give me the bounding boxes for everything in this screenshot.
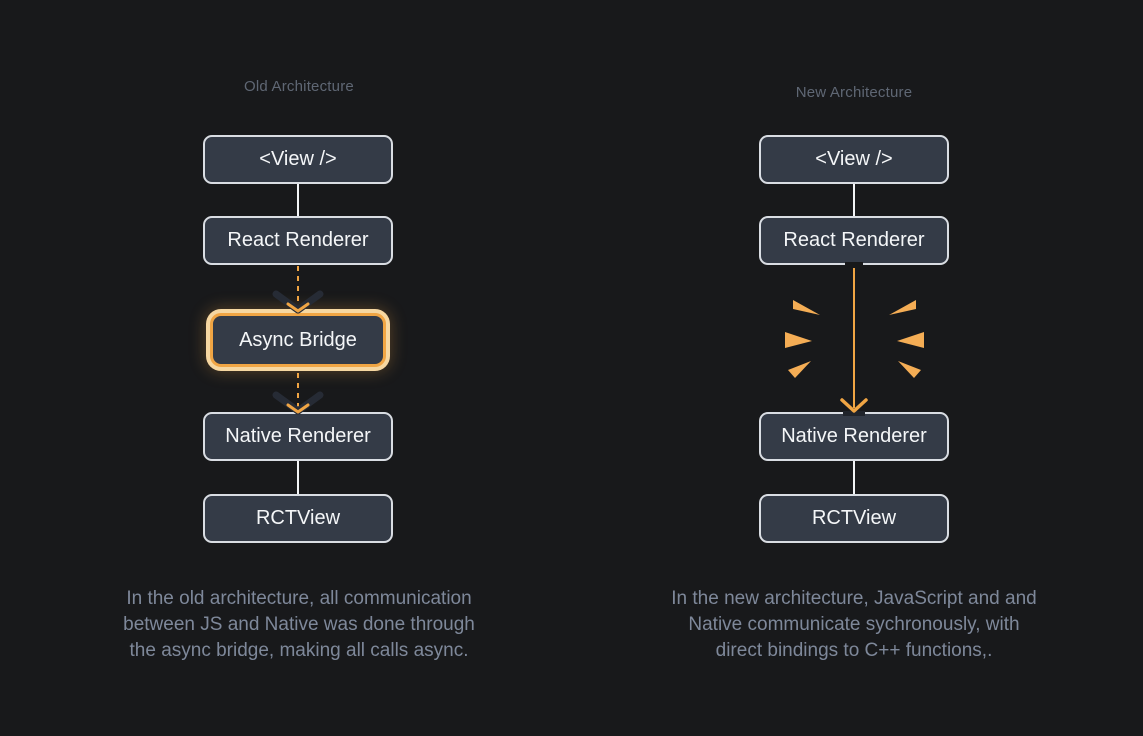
new-rctview-box: RCTView [759,494,949,543]
chevron-down-icon [272,391,324,415]
border-notch [843,411,865,416]
dashed-arrow-line [297,266,299,304]
old-architecture-caption: In the old architecture, all communicati… [123,588,475,661]
new-architecture-caption: In the new architecture, JavaScript and … [671,588,1037,661]
async-bridge-label: Async Bridge [239,328,357,351]
sync-burst-right-icon [889,300,924,378]
new-rctview-label: RCTView [811,507,897,529]
chevron-down-icon [272,290,324,314]
old-react-renderer-label: React Renderer [227,229,369,251]
async-bridge-box: Async Bridge [210,313,386,367]
new-react-renderer-box: React Renderer [759,216,949,265]
old-native-renderer-label: Native Renderer [225,425,371,447]
border-notch [845,262,863,268]
sync-arrow-line [853,265,855,408]
arrow-down-icon [840,398,868,413]
old-rctview-box: RCTView [203,494,393,543]
connector-line [853,461,855,494]
old-rctview-label: RCTView [255,507,341,529]
old-native-renderer-box: Native Renderer [203,412,393,461]
connector-line [853,184,855,216]
sync-burst-left-icon [785,300,820,378]
new-native-renderer-label: Native Renderer [781,425,927,447]
connector-line [297,461,299,494]
new-view-label: <View /> [815,148,893,170]
new-view-box: <View /> [759,135,949,184]
old-view-label: <View /> [259,148,337,170]
new-react-renderer-label: React Renderer [783,229,925,251]
old-view-box: <View /> [203,135,393,184]
connector-line [297,184,299,216]
new-native-renderer-box: Native Renderer [759,412,949,461]
old-react-renderer-box: React Renderer [203,216,393,265]
dashed-arrow-line [297,373,299,407]
new-architecture-title: New Architecture [795,84,913,101]
old-architecture-title: Old Architecture [244,78,354,95]
